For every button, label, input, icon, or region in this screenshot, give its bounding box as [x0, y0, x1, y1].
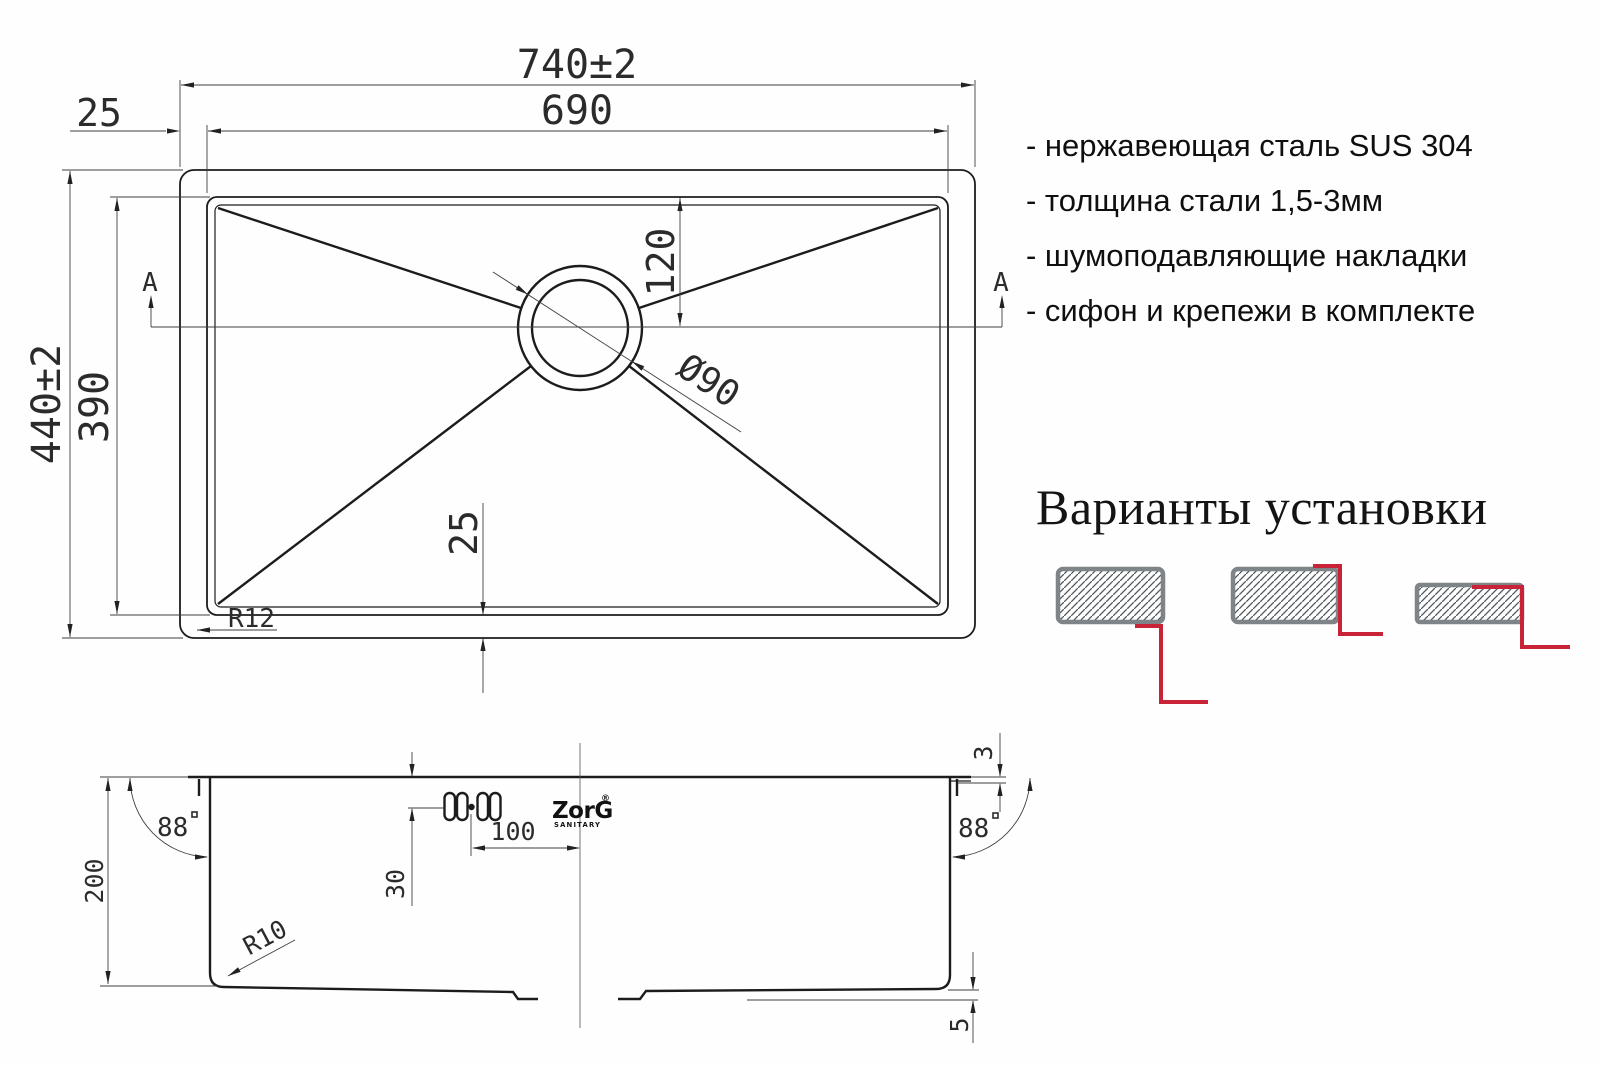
- dim-holes-from-center-label: 100: [490, 817, 535, 846]
- dim-angle-left-label: 88: [157, 813, 188, 843]
- brand-logo: ZorG ® SANITARY: [552, 794, 613, 829]
- sink-edge-red-2: [1313, 564, 1383, 636]
- dim-rim-lip: 3: [958, 733, 1006, 812]
- dim-bowl-height: 390: [72, 196, 210, 616]
- dim-bowl-width: 690: [206, 88, 949, 193]
- countertop-hatch-3: [1414, 582, 1525, 625]
- spec-line-soundproof: - шумоподавляющие накладки: [1026, 238, 1468, 273]
- dim-rim-bottom-label: 25: [442, 510, 486, 556]
- dim-holes-from-center: 100: [470, 814, 580, 856]
- dim-depth-label: 200: [80, 858, 109, 903]
- spec-list: - нержавеющая сталь SUS 304 - толщина ст…: [1026, 118, 1475, 338]
- dim-drain-lip: 5: [945, 952, 979, 1043]
- dim-corner-radius: R12: [197, 604, 277, 634]
- dim-overall-width-label: 740±2: [517, 42, 637, 88]
- wall-bottom-right: [618, 777, 952, 1001]
- bowl-opening: [206, 196, 949, 616]
- dim-bowl-height-label: 390: [72, 371, 118, 443]
- degree-square-left: [191, 811, 198, 818]
- dim-drain-from-top: 120: [639, 198, 683, 326]
- dim-overall-height-label: 440±2: [24, 344, 70, 464]
- brand-logo-registered: ®: [601, 794, 610, 804]
- dim-rim-bottom: 25: [442, 503, 486, 693]
- dim-rim-lip-label: 3: [969, 745, 998, 760]
- bowl-slope-diagonals: [217, 206, 939, 605]
- spec-line-thickness: - толщина стали 1,5-3мм: [1026, 183, 1384, 218]
- install-option-overmount: [1414, 582, 1570, 649]
- dim-overall-height: 440±2: [24, 169, 183, 639]
- dim-drain-from-top-label: 120: [639, 228, 683, 297]
- dim-holes-from-rim: 30: [381, 752, 444, 906]
- mounting-slots: [443, 791, 502, 822]
- degree-square-right: [992, 812, 999, 819]
- section-label-right: A: [993, 268, 1009, 298]
- countertop-hatch-2: [1230, 566, 1341, 625]
- dim-corner-radius-label: R12: [228, 604, 275, 634]
- countertop-hatch-1: [1055, 566, 1166, 625]
- install-option-flush: [1230, 564, 1383, 636]
- section-view: ZorG ® SANITARY 200 88 88: [80, 733, 1033, 1043]
- dim-overall-width: 740±2: [179, 42, 976, 167]
- dim-bottom-radius-label: R10: [238, 914, 291, 961]
- install-option-undermount: [1055, 566, 1208, 704]
- dim-angle-right-label: 88: [958, 814, 989, 844]
- installation-options: [1055, 564, 1570, 704]
- section-line-a-a: A A: [142, 268, 1009, 328]
- drain-flange-circle: [516, 264, 644, 392]
- spec-line-material: - нержавеющая сталь SUS 304: [1026, 128, 1473, 163]
- brand-logo-text: ZorG: [552, 798, 613, 824]
- dim-drain-diameter: Ø90: [492, 271, 747, 433]
- dim-rim-top-left-label: 25: [76, 91, 122, 135]
- dim-drain-lip-label: 5: [945, 1017, 974, 1032]
- wall-bottom-left: [208, 777, 538, 1001]
- sink-outer-edge: [179, 169, 976, 639]
- dim-angle-left: 88: [127, 777, 208, 860]
- brand-logo-subtitle: SANITARY: [554, 821, 601, 829]
- slot-center-dot: [468, 803, 475, 811]
- dim-bowl-width-label: 690: [541, 88, 613, 134]
- drain-hole-circle: [530, 278, 630, 378]
- dim-bottom-radius: R10: [227, 914, 296, 977]
- sink-edge-red-1: [1135, 624, 1208, 704]
- sink-edge-red-3: [1472, 585, 1570, 649]
- dim-angle-right: 88: [952, 777, 1033, 860]
- top-view: A A 740±2 690 25: [24, 42, 1009, 693]
- dim-holes-from-rim-label: 30: [381, 869, 410, 899]
- dim-depth: 200: [80, 776, 218, 987]
- bowl-bottom-edge: [214, 204, 941, 608]
- installation-title: Варианты установки: [1036, 479, 1488, 535]
- section-label-left: A: [142, 268, 158, 298]
- dim-rim-top-left: 25: [70, 91, 180, 135]
- spec-line-included: - сифон и крепежи в комплекте: [1026, 293, 1476, 328]
